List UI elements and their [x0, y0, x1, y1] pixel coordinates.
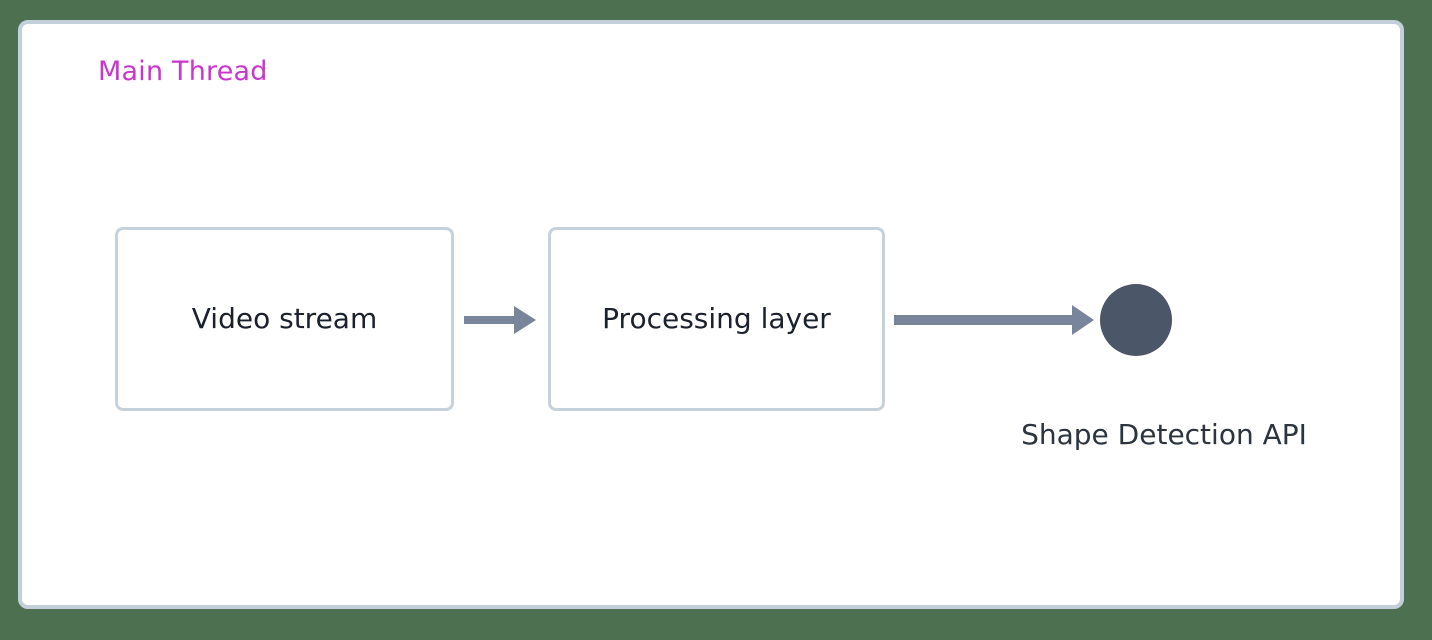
arrow-processing-to-api-icon — [894, 305, 1094, 335]
node-processing-layer-label: Processing layer — [602, 302, 831, 335]
main-thread-title: Main Thread — [98, 56, 268, 87]
node-shape-detection-api-label: Shape Detection API — [1021, 418, 1307, 451]
arrow-video-to-processing-icon — [464, 306, 536, 334]
node-video-stream[interactable]: Video stream — [115, 227, 454, 411]
node-shape-detection-api[interactable] — [1100, 284, 1172, 356]
node-video-stream-label: Video stream — [191, 302, 378, 335]
node-processing-layer[interactable]: Processing layer — [548, 227, 885, 411]
